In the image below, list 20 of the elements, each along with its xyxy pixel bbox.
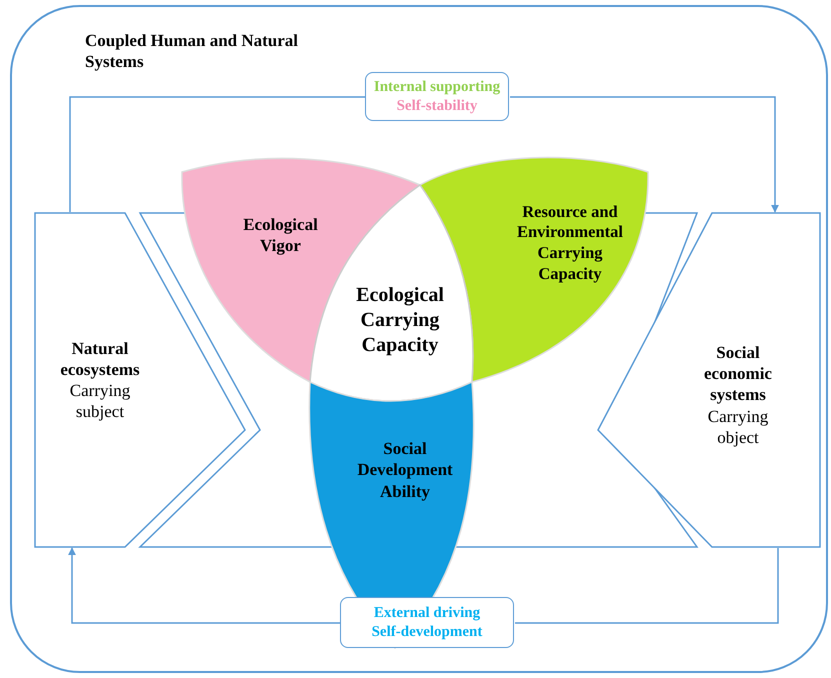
petal-label: Resource and Environmental Carrying Capacity	[516, 202, 624, 284]
relation-label: External driving	[374, 604, 480, 622]
arrow	[68, 547, 340, 624]
node-title: Social economic systems	[703, 342, 773, 406]
node-subtitle: Carrying object	[706, 406, 770, 448]
label-box	[340, 597, 514, 648]
relation-label: Self-stability	[396, 96, 478, 116]
connector-line	[515, 548, 779, 624]
node-subtitle: Carrying subject	[68, 380, 132, 422]
center-label: Ecological Carrying Capacity	[355, 282, 445, 358]
relation-label: Self-development	[372, 622, 482, 642]
petal-label: Social Development Ability	[356, 438, 454, 502]
connector-line	[69, 96, 365, 212]
label-box	[365, 72, 509, 121]
node-title: Natural ecosystems	[59, 338, 141, 380]
system-frame	[10, 5, 828, 673]
arrow	[510, 96, 779, 213]
petal-label: Ecological Vigor	[242, 214, 319, 256]
relation-label: Internal supporting	[374, 78, 500, 96]
frame-heading: Coupled Human and Natural Systems	[85, 30, 300, 72]
